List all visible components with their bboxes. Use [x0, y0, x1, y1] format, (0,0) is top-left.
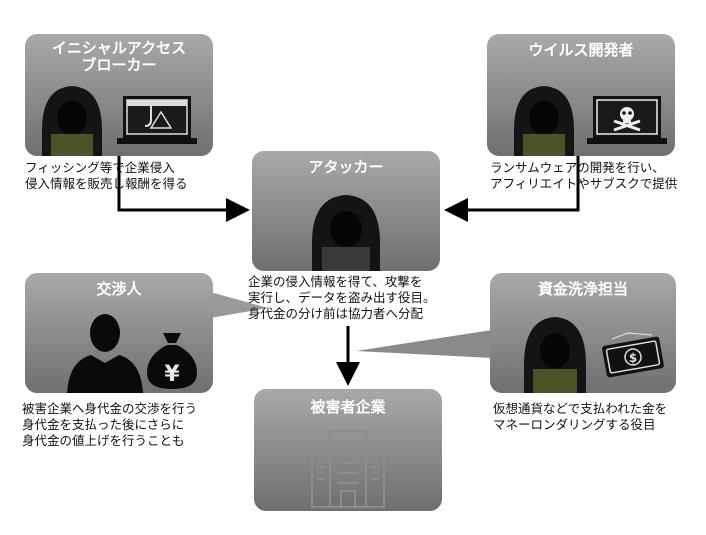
yen-money-bag-icon: ¥ — [147, 333, 197, 389]
laundering-card: 資金洗浄担当 $ — [490, 273, 676, 393]
svg-text:$: $ — [629, 351, 637, 365]
laundering-title: 資金洗浄担当 — [537, 280, 628, 298]
victim-title: 被害者企業 — [310, 398, 386, 416]
svg-text:¥: ¥ — [164, 362, 180, 387]
broker-description: フィッシング等で企業侵入 侵入情報を販売し報酬を得る — [25, 160, 188, 191]
negotiator-title: 交渉人 — [96, 280, 142, 298]
arrow-broker-to-attacker — [117, 156, 250, 222]
attacker-title: アタッカー — [308, 158, 384, 176]
laundering-callout-pointer — [356, 330, 492, 358]
victim-card: 被害者企業 — [254, 389, 442, 511]
broker-title: イニシャルアクセス ブローカー — [51, 39, 187, 74]
laptop-phishing-icon — [117, 96, 197, 144]
virus-dev-title: ウイルス開発者 — [528, 41, 634, 59]
arrow-virus-dev-to-attacker — [444, 156, 580, 222]
building-icon — [311, 430, 385, 508]
hacker-icon — [524, 317, 586, 393]
negotiator-description: 被害企業へ身代金の交渉を行う 身代金を支払った後にさらに 身代金の値上げを行うこ… — [22, 401, 198, 448]
attacker-description: 企業の侵入情報を得て、攻撃を 実行し、データを盗み出す役目。 身代金の分け前は協… — [248, 274, 436, 321]
broker-card: イニシャルアクセス ブローカー — [25, 34, 213, 156]
attacker-card: アタッカー — [252, 151, 440, 271]
person-silhouette-icon — [67, 314, 143, 393]
virus-dev-card: ウイルス開発者 — [487, 34, 675, 156]
hacker-icon — [514, 86, 574, 156]
hacker-icon — [312, 195, 380, 271]
laundering-description: 仮想通貨などで支払われた金を マネーロンダリングする役目 — [493, 401, 668, 432]
negotiator-callout-pointer — [210, 292, 268, 318]
negotiator-card: 交渉人 ¥ — [25, 273, 213, 393]
laptop-skull-icon — [587, 96, 667, 144]
dollar-bills-icon: $ — [602, 332, 664, 378]
hacker-icon — [42, 86, 102, 156]
